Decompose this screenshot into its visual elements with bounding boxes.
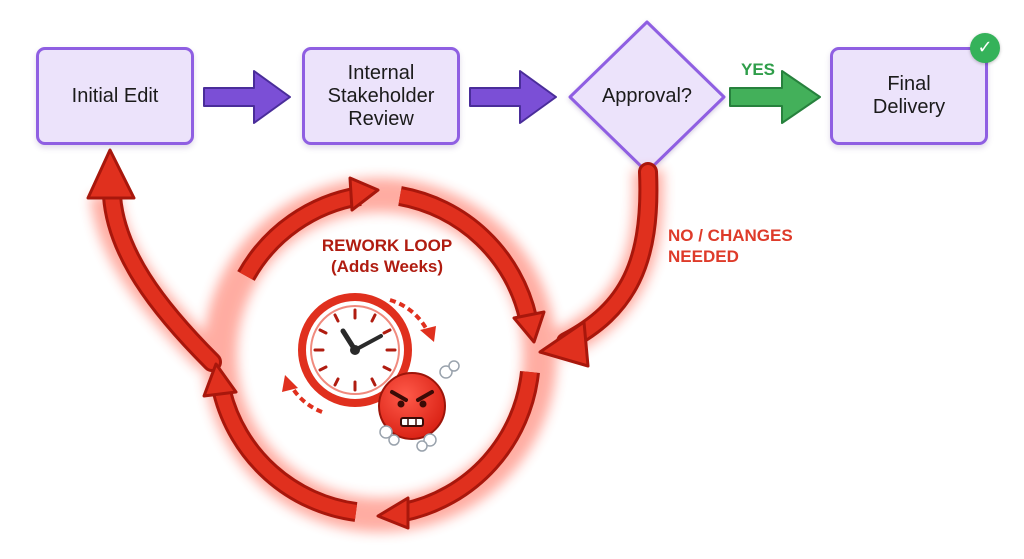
clock-icon bbox=[282, 293, 436, 414]
arrow-no-changes bbox=[538, 162, 659, 368]
angry-face-icon bbox=[378, 360, 460, 452]
arrow-yes-to-final bbox=[729, 70, 821, 124]
arrow-review-to-approval bbox=[469, 70, 557, 124]
node-stakeholder-review-label: Internal Stakeholder Review bbox=[327, 61, 435, 130]
node-final-delivery: Final Delivery bbox=[830, 47, 988, 145]
arrow-edit-to-review bbox=[203, 70, 291, 124]
node-initial-edit: Initial Edit bbox=[36, 47, 194, 145]
arrow-back-to-edit bbox=[86, 148, 222, 372]
node-initial-edit-label: Initial Edit bbox=[71, 84, 159, 107]
node-final-delivery-label: Final Delivery bbox=[872, 73, 946, 118]
no-changes-label: NO / CHANGES NEEDED bbox=[668, 226, 793, 266]
rework-loop-label: REWORK LOOP (Adds Weeks) bbox=[321, 236, 453, 276]
rework-loop-arrows bbox=[202, 176, 546, 530]
checkmark-icon: ✓ bbox=[970, 33, 1000, 63]
yes-label: YES bbox=[740, 60, 776, 79]
node-stakeholder-review: Internal Stakeholder Review bbox=[302, 47, 460, 145]
approval-label: Approval? bbox=[601, 85, 693, 107]
